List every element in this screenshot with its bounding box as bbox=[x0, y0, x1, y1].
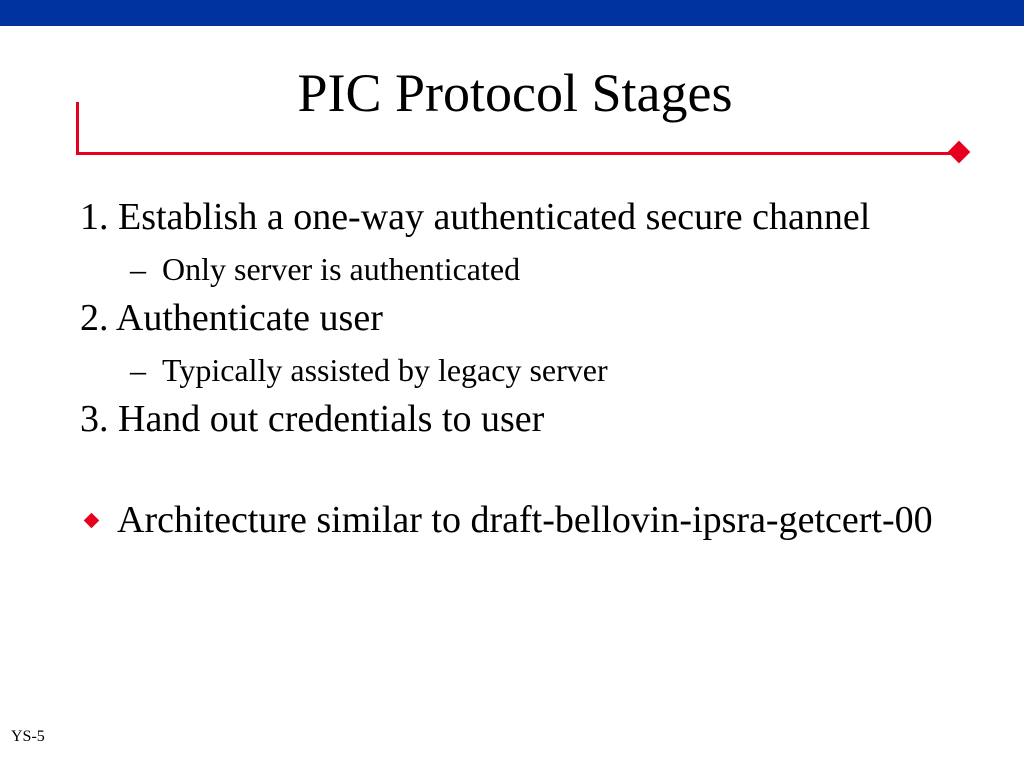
dash-marker: – bbox=[130, 352, 146, 388]
bullet-item: Architecture similar to draft-bellovin-i… bbox=[80, 497, 960, 544]
dash-marker: – bbox=[130, 251, 146, 287]
sub-item-2: – Typically assisted by legacy server bbox=[80, 350, 960, 390]
numbered-item-3: 3. Hand out credentials to user bbox=[80, 398, 545, 440]
diamond-bullet-icon bbox=[83, 512, 100, 529]
top-accent-bar bbox=[0, 0, 1024, 26]
diamond-icon bbox=[947, 140, 971, 164]
slide-footer: YS-5 bbox=[11, 728, 45, 745]
slide-title: PIC Protocol Stages bbox=[297, 63, 733, 123]
title-rule-vertical bbox=[76, 102, 79, 155]
sub-item-2-text: Typically assisted by legacy server bbox=[162, 352, 608, 388]
sub-item-1: – Only server is authenticated bbox=[80, 249, 960, 289]
title-rule-horizontal bbox=[76, 152, 956, 155]
slide-content: 1. Establish a one-way authenticated sec… bbox=[80, 194, 960, 544]
sub-item-1-text: Only server is authenticated bbox=[162, 251, 521, 287]
numbered-item-1: 1. Establish a one-way authenticated sec… bbox=[80, 196, 871, 238]
numbered-item-2: 2. Authenticate user bbox=[80, 297, 383, 339]
bullet-item-text: Architecture similar to draft-bellovin-i… bbox=[117, 499, 933, 541]
